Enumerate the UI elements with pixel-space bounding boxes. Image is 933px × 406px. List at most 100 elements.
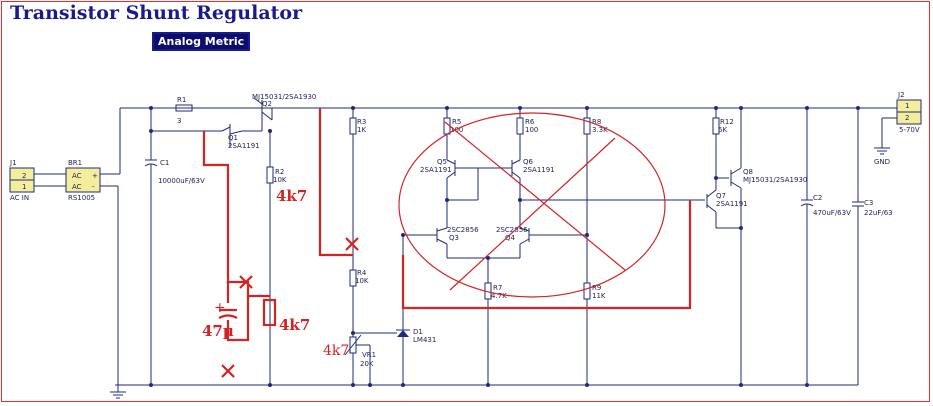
transistor-q6: Q6 2SA1191 [447, 158, 555, 228]
resistor-r12: R12 5K [712, 108, 734, 179]
j1-pin1: 1 [22, 183, 26, 191]
q1-value: 2SA1191 [228, 142, 260, 150]
q4-value: 2SC2856 [496, 226, 528, 234]
resistor-r8: R8 3.3K [583, 108, 608, 283]
resistor-r7: R7 4.7K [484, 258, 507, 385]
transistor-q4: 2SC2856 Q4 [496, 226, 587, 258]
br1-ac2: AC [72, 183, 82, 191]
r8-value: 3.3K [592, 126, 608, 134]
r1-ref: R1 [177, 96, 186, 104]
transistor-q1: Q1 2SA1191 [151, 116, 263, 150]
q8-value: MJ15031/2SA1930 [743, 176, 807, 184]
q2-value: MJ15031/2SA1930 [252, 93, 316, 101]
r7-ref: R7 [493, 284, 502, 292]
c1-value: 10000uF/63V [158, 177, 205, 185]
c2-value: 470uF/63V [813, 209, 851, 217]
red-bypass-wire-left [202, 131, 270, 342]
br1-plus: + [92, 172, 98, 180]
q7-ref: Q7 [716, 192, 726, 200]
r8-ref: R8 [592, 118, 601, 126]
cap-47u-label: 47µ [202, 322, 234, 340]
q5-ref: Q5 [437, 158, 447, 166]
capacitor-c3: C3 22uF/63 [852, 108, 893, 385]
bridge-br1: BR1 AC AC + - RS1005 [65, 108, 121, 385]
d1-value: LM431 [413, 336, 436, 344]
potentiometer-vr1: VR1 20K [344, 334, 376, 385]
c3-ref: C3 [864, 199, 873, 207]
j1-ref: J1 [9, 159, 17, 167]
r9-value: 11K [592, 292, 606, 300]
r6-value: 100 [525, 126, 538, 134]
junction-dots [149, 106, 860, 387]
connector-j1: J1 2 1 AC IN [9, 159, 66, 202]
transistor-q7: Q7 2SA1191 [706, 178, 748, 229]
transistor-q2: MJ15031/2SA1930 Q2 [240, 93, 320, 121]
red-rewire-center [318, 108, 692, 310]
j1-name: AC IN [10, 194, 29, 202]
q4-ref: Q4 [505, 234, 516, 242]
j2-ref: J2 [897, 91, 905, 99]
r5-ref: R5 [452, 118, 461, 126]
r7-value: 4.7K [491, 292, 507, 300]
br1-ref: BR1 [68, 159, 82, 167]
r-4k7-mid-label: 4k7 [279, 316, 310, 334]
j1-pin2: 2 [22, 172, 26, 180]
r2-value: 10K [273, 176, 287, 184]
resistor-r1: R1 3 [151, 96, 240, 125]
resistor-r4: R4 10K [349, 269, 369, 337]
r4-ref: R4 [357, 269, 367, 277]
r5-value: 100 [450, 126, 463, 134]
br1-ac1: AC [72, 172, 82, 180]
q7-value: 2SA1191 [716, 200, 748, 208]
q1-ref: Q1 [228, 134, 238, 142]
q8-ref: Q8 [743, 168, 753, 176]
c2-ref: C2 [813, 194, 822, 202]
q6-value: 2SA1191 [523, 166, 555, 174]
analog-metric-badge: Analog Metric [152, 32, 251, 51]
page-title: Transistor Shunt Regulator [10, 2, 303, 24]
q6-ref: Q6 [523, 158, 534, 166]
j2-pin2: 2 [905, 114, 909, 122]
resistor-r6: R6 100 [516, 108, 538, 160]
r6-ref: R6 [525, 118, 535, 126]
r-4k7-top-label: 4k7 [276, 187, 307, 205]
r2-ref: R2 [275, 168, 284, 176]
transistor-q3: 2SC2856 Q3 [403, 226, 479, 258]
r9-ref: R9 [592, 284, 601, 292]
br1-minus: - [92, 183, 95, 191]
capacitor-c2: C2 470uF/63V [800, 108, 851, 385]
transistor-q5: Q5 2SA1191 [420, 158, 478, 228]
gnd-label: GND [874, 158, 890, 166]
vr1-value: 20K [360, 360, 374, 368]
r12-value: 5K [718, 126, 727, 134]
r3-value: 1K [357, 126, 366, 134]
br1-value: RS1005 [68, 194, 95, 202]
crossed-out-diff-amp [398, 112, 666, 298]
d1-ref: D1 [413, 328, 423, 336]
connector-j2: J2 1 2 5-70V [881, 91, 922, 148]
capacitor-c1: C1 10000uF/63V [144, 108, 205, 385]
resistor-r9: R9 11K [583, 282, 606, 385]
resistor-r2: R2 10K [266, 131, 287, 385]
r12-ref: R12 [720, 118, 734, 126]
q2-ref: Q2 [262, 100, 272, 108]
vr1-ref: VR1 [362, 351, 376, 359]
red-cross-marks [221, 237, 359, 378]
r1-value: 3 [177, 117, 181, 125]
q5-value: 2SA1191 [420, 166, 452, 174]
r-4k7-vr-label: 4k7 [323, 343, 349, 359]
c3-value: 22uF/63 [864, 209, 893, 217]
ground-symbol-left [110, 385, 126, 399]
r3-ref: R3 [357, 118, 366, 126]
q3-value: 2SC2856 [447, 226, 479, 234]
j2-pin1: 1 [905, 102, 909, 110]
ground-symbol-right: GND [874, 147, 890, 166]
red-resistor-4k7-mid: 4k7 [262, 298, 310, 334]
cap-plus-sign: + [214, 300, 226, 316]
c1-ref: C1 [160, 159, 169, 167]
red-cap-47u: + 47µ [202, 300, 238, 340]
r4-value: 10K [355, 277, 369, 285]
